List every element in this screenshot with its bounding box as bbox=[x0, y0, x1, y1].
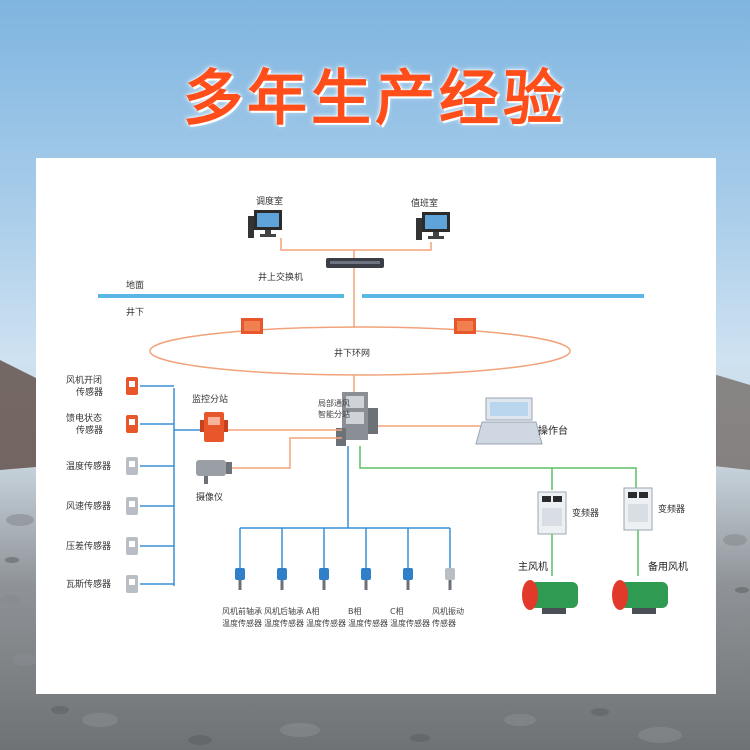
underground-ring-network bbox=[149, 326, 571, 376]
bottom-sensor-label: A相 bbox=[306, 606, 319, 616]
local-ventilation-controller-icon bbox=[336, 392, 378, 446]
ground-label: 地面 bbox=[126, 279, 144, 291]
bottom-sensor-label-line2: 温度传感器 bbox=[222, 618, 262, 628]
left-sensor-label: 瓦斯传感器 bbox=[66, 578, 111, 590]
ring-node-left-icon bbox=[241, 318, 263, 334]
bottom-sensor-label-line2: 温度传感器 bbox=[306, 618, 346, 628]
surface-switch-icon bbox=[326, 258, 384, 268]
left-sensor-item: 压差传感器 bbox=[66, 537, 174, 555]
temperature-sensor-icon bbox=[277, 568, 287, 590]
duty-room-label: 值班室 bbox=[411, 197, 438, 209]
inverter-1-icon bbox=[537, 491, 567, 535]
bottom-sensor-label: 风机振动 bbox=[432, 606, 464, 616]
mine-ventilation-system-diagram: 调度室 值班室 井上交换机 地面 井下 井下环网 局部通风 bbox=[66, 195, 688, 628]
temperature-sensor-icon bbox=[445, 568, 455, 590]
bottom-sensor-label: B相 bbox=[348, 606, 362, 616]
diagram-panel: 调度室 值班室 井上交换机 地面 井下 井下环网 局部通风 bbox=[36, 158, 716, 694]
left-sensor-item: 温度传感器 bbox=[66, 457, 174, 475]
left-sensor-label: 馈电状态 bbox=[66, 412, 102, 424]
surface-switch-label: 井上交换机 bbox=[258, 271, 303, 283]
duty-room-computer-icon bbox=[416, 212, 450, 240]
sensor-icon bbox=[126, 377, 138, 395]
bottom-sensor-label: C相 bbox=[390, 606, 404, 616]
temperature-sensor-icon bbox=[319, 568, 329, 590]
sensor-icon bbox=[126, 497, 138, 515]
inverter-2-label: 变频器 bbox=[658, 503, 685, 515]
office-ethernet-line bbox=[280, 238, 432, 251]
temperature-sensor-icon bbox=[235, 568, 245, 590]
inverter-1-label: 变频器 bbox=[572, 507, 599, 519]
left-sensor-item: 瓦斯传感器 bbox=[66, 575, 174, 593]
bottom-sensor-label: 风机前轴承 bbox=[222, 606, 262, 616]
standby-fan-label: 备用风机 bbox=[648, 560, 688, 573]
bottom-sensor-label-line2: 传感器 bbox=[432, 618, 456, 628]
bottom-sensor-label-line2: 温度传感器 bbox=[390, 618, 430, 628]
controller-label-line1: 局部通风 bbox=[318, 398, 350, 408]
left-sensor-label-line2: 传感器 bbox=[76, 386, 103, 398]
inverter-2-icon bbox=[623, 487, 653, 531]
controller-label-line2: 智能分站 bbox=[318, 409, 350, 419]
bottom-sensor-group: 风机前轴承温度传感器风机后轴承温度传感器A相温度传感器B相温度传感器C相温度传感… bbox=[222, 528, 464, 628]
headline-title: 多年生产经验 bbox=[183, 64, 567, 134]
temperature-sensor-icon bbox=[403, 568, 413, 590]
sensor-icon bbox=[126, 537, 138, 555]
sensor-icon bbox=[126, 415, 138, 433]
left-sensor-item: 风速传感器 bbox=[66, 497, 174, 515]
main-fan-label: 主风机 bbox=[518, 560, 548, 573]
ring-node-right-icon bbox=[454, 318, 476, 334]
left-sensor-label: 温度传感器 bbox=[66, 460, 111, 472]
sensor-icon bbox=[126, 575, 138, 593]
dispatch-room-computer-icon bbox=[248, 210, 282, 238]
monitor-substation-label: 监控分站 bbox=[192, 393, 228, 405]
main-fan-icon bbox=[522, 580, 578, 614]
sensor-icon bbox=[126, 457, 138, 475]
bottom-sensor-label-line2: 温度传感器 bbox=[264, 618, 304, 628]
camera-icon bbox=[196, 460, 232, 484]
console-icon bbox=[475, 397, 543, 445]
bottom-sensor-label-line2: 温度传感器 bbox=[348, 618, 388, 628]
ring-network-label: 井下环网 bbox=[334, 347, 370, 359]
left-sensor-label-line2: 传感器 bbox=[76, 424, 103, 436]
underground-label: 井下 bbox=[126, 306, 144, 318]
camera-controller-line bbox=[226, 437, 342, 469]
camera-label: 摄像仪 bbox=[196, 491, 223, 503]
console-label: 操作台 bbox=[538, 424, 568, 437]
temperature-sensor-icon bbox=[361, 568, 371, 590]
dispatch-room-label: 调度室 bbox=[256, 195, 283, 207]
left-sensor-label: 风机开闭 bbox=[66, 374, 102, 386]
power-line-main bbox=[359, 446, 637, 490]
left-sensor-label: 风速传感器 bbox=[66, 500, 111, 512]
monitor-substation-icon bbox=[200, 412, 228, 442]
bottom-sensor-label: 风机后轴承 bbox=[264, 606, 304, 616]
left-sensor-label: 压差传感器 bbox=[66, 540, 111, 552]
standby-fan-icon bbox=[612, 580, 668, 614]
